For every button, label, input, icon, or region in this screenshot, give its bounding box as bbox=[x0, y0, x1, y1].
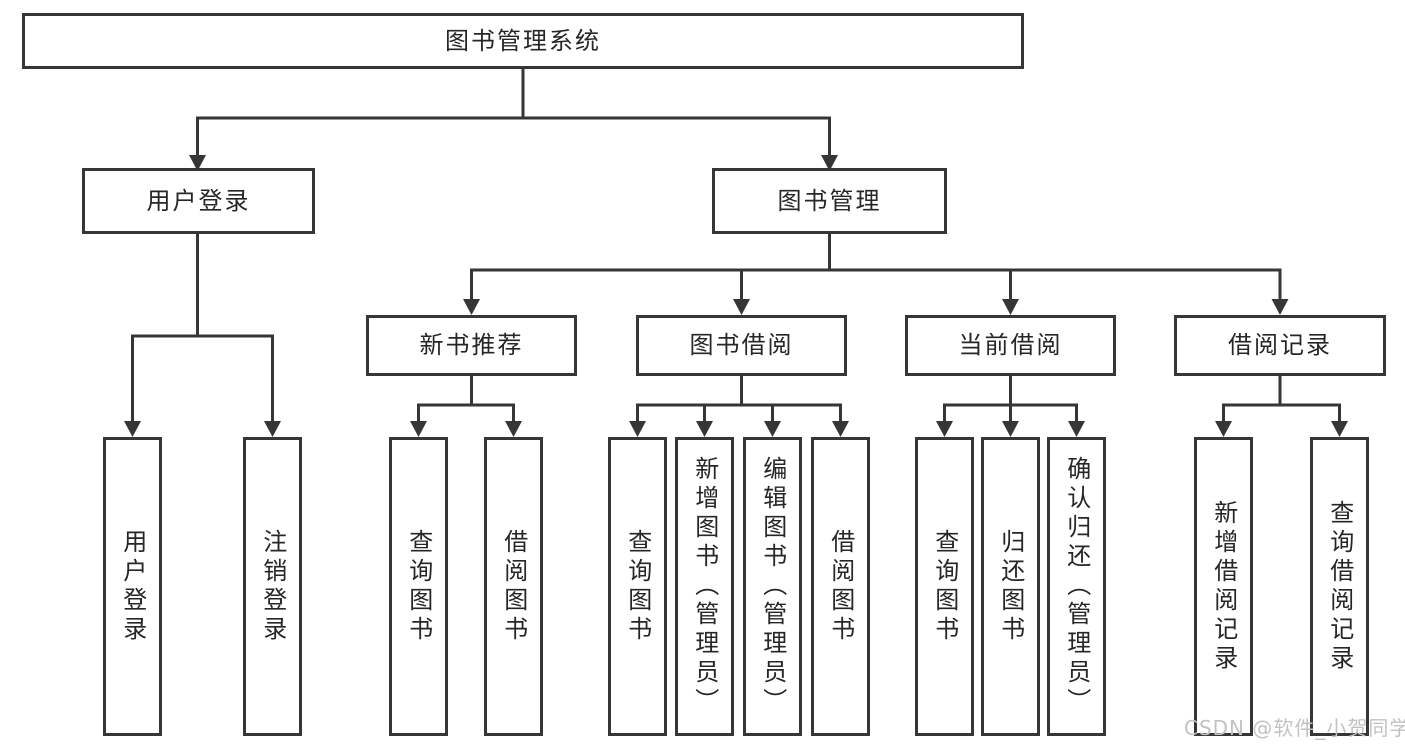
leaf-return-books: 归还图书 bbox=[981, 437, 1040, 736]
leaf-borrow-books-recommend: 借阅图书 bbox=[484, 437, 543, 736]
edge-records-children bbox=[1222, 376, 1341, 421]
leaf-user-login: 用户登录 bbox=[103, 437, 162, 736]
edge-recommend-children bbox=[417, 376, 515, 421]
leaf-edit-book-admin: 编辑图书（管理员） bbox=[743, 437, 802, 736]
leaf-query-borrow-record: 查询借阅记录 bbox=[1310, 437, 1369, 736]
leaf-confirm-return-admin: 确认归还（管理员） bbox=[1047, 437, 1106, 736]
leaf-add-borrow-record: 新增借阅记录 bbox=[1194, 437, 1253, 736]
node-library-system: 图书管理系统 bbox=[22, 13, 1024, 69]
leaf-borrow-books: 借阅图书 bbox=[811, 437, 870, 736]
leaf-query-books-current: 查询图书 bbox=[915, 437, 974, 736]
leaf-query-books-borrow: 查询图书 bbox=[608, 437, 667, 736]
node-borrow-records: 借阅记录 bbox=[1174, 315, 1386, 376]
node-new-book-recommend: 新书推荐 bbox=[366, 315, 577, 376]
edge-root-to-level1 bbox=[196, 69, 831, 156]
edge-current-children bbox=[943, 376, 1078, 421]
watermark: CSDN @软件_小贺同学 bbox=[1184, 716, 1405, 740]
node-book-borrow: 图书借阅 bbox=[636, 315, 847, 376]
node-book-management: 图书管理 bbox=[712, 168, 947, 234]
edge-borrow-children bbox=[636, 376, 842, 421]
edge-user-login-children bbox=[131, 234, 274, 421]
leaf-query-books-recommend: 查询图书 bbox=[389, 437, 448, 736]
node-user-login: 用户登录 bbox=[82, 168, 315, 234]
node-current-borrow: 当前借阅 bbox=[905, 315, 1116, 376]
edge-book-mgmt-children bbox=[470, 234, 1282, 299]
leaf-add-book-admin: 新增图书（管理员） bbox=[675, 437, 734, 736]
leaf-logout: 注销登录 bbox=[243, 437, 302, 736]
